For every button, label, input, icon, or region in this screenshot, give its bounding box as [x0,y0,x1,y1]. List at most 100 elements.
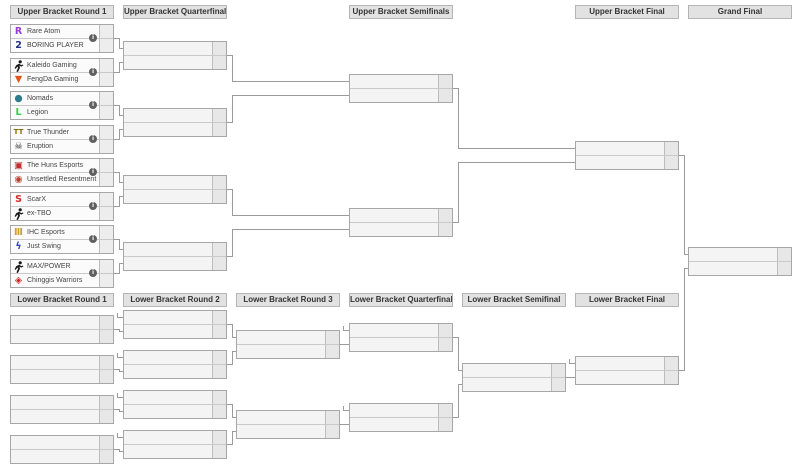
empty-team-slot [124,190,226,203]
match-info-icon[interactable]: i [89,68,97,76]
bracket-connector-line [232,337,236,338]
score-cell [212,176,226,189]
empty-team-slot [350,418,452,431]
score-cell [99,316,113,329]
nomads-logo-icon: ● [14,93,23,104]
bracket-connector-line [684,268,685,371]
match-info-icon[interactable]: i [89,235,97,243]
team-name-true-thunder[interactable]: True Thunder [27,129,70,136]
rare-atom-logo-icon: R [14,26,23,37]
score-cell [438,324,452,337]
bracket-connector-line [114,273,119,274]
round-header-lower-bracket-round-1: Lower Bracket Round 1 [10,293,114,307]
match-info-icon[interactable]: i [89,168,97,176]
empty-name-cell [11,436,99,449]
score-cell [212,405,226,418]
bracket-connector-line [119,263,120,274]
scarx-logo-icon: S [15,194,22,205]
empty-team-slot [11,370,113,383]
score-cell [99,436,113,449]
bracket-connector-line [345,344,349,345]
score-cell [777,262,791,275]
team-name-rare-atom[interactable]: Rare Atom [27,28,61,35]
score-cell [212,431,226,444]
team-name-scarx[interactable]: ScarX [27,196,47,203]
score-cell [99,240,113,253]
bracket-connector-line [114,172,119,173]
team-name-max-power[interactable]: MAX/POWER [27,263,71,270]
match-lower-bracket-round2-3 [123,390,227,419]
score-cell [99,410,113,423]
score-cell [99,370,113,383]
bracket-connector-line [340,424,345,425]
match-info-icon[interactable]: i [89,269,97,277]
score-cell [99,59,113,72]
score-cell [99,126,113,139]
empty-team-slot [124,431,226,445]
empty-team-slot [350,75,452,89]
bracket-connector-line [343,410,349,411]
empty-name-cell [350,209,438,222]
empty-name-cell [11,316,99,329]
bracket-connector-line [232,229,349,230]
team-name-kaleido-gaming[interactable]: Kaleido Gaming [27,62,77,69]
bracket-connector-line [119,182,123,183]
team-name-just-swing[interactable]: Just Swing [27,243,61,250]
empty-name-cell [11,396,99,409]
empty-name-cell [576,371,664,384]
bracket-connector-line [458,384,459,418]
score-cell [99,193,113,206]
bracket-connector-line [458,148,575,149]
bracket-connector-line [232,229,233,257]
team-name-nomads[interactable]: Nomads [27,95,54,102]
team-name-fengda-gaming[interactable]: FengDa Gaming [27,76,79,83]
legion-logo-icon: L [15,107,22,118]
score-cell [325,331,339,344]
bracket-connector-line [114,369,119,370]
bracket-connector-line [119,329,120,332]
team-name-the-huns-esports[interactable]: The Huns Esports [27,162,84,169]
eruption-logo-icon: ☠ [14,141,23,152]
bracket-connector-line [119,239,120,250]
bracket-connector-line [569,359,570,364]
score-cell [99,92,113,105]
bracket-connector-line [114,449,119,450]
bracket-connector-line [453,417,458,418]
match-info-icon[interactable]: i [89,135,97,143]
team-name-ihc-esports[interactable]: IHC Esports [27,229,65,236]
bracket-connector-line [117,353,118,358]
bracket-connector-line [227,444,232,445]
match-info-icon[interactable]: i [89,202,97,210]
team-row: MAX/POWER [11,260,113,274]
team-name-boring-player[interactable]: BORING PLAYER [27,42,84,49]
match-info-icon[interactable]: i [89,34,97,42]
team-name-chinggis-warriors[interactable]: Chinggis Warriors [27,277,83,284]
score-cell [325,345,339,358]
score-cell [99,73,113,86]
bracket-connector-line [232,95,233,123]
empty-team-slot [237,331,339,345]
bracket-connector-line [119,196,120,207]
empty-team-slot [350,209,452,223]
empty-team-slot [689,262,791,275]
bracket-connector-line [119,115,123,116]
round-header-upper-bracket-semifinals: Upper Bracket Semifinals [349,5,453,19]
empty-name-cell [124,445,212,458]
empty-team-slot [124,243,226,257]
team-name-unsettled-resentment[interactable]: Unsettled Resentment [27,176,97,183]
match-info-icon[interactable]: i [89,101,97,109]
score-cell [664,142,678,155]
bracket-connector-line [119,369,120,372]
team-name-ex-tbo[interactable]: ex-TBO [27,210,52,217]
the-huns-esports-logo-icon: ▣ [14,160,23,171]
unsettled-resentment-logo-icon: ◉ [14,174,23,185]
score-cell [99,260,113,273]
score-cell [99,106,113,119]
team-name-eruption[interactable]: Eruption [27,143,54,150]
bracket-connector-line [119,371,123,372]
match-lower-bracket-round1-3 [10,395,114,424]
team-name-legion[interactable]: Legion [27,109,49,116]
empty-name-cell [350,89,438,102]
empty-team-slot [576,142,678,156]
